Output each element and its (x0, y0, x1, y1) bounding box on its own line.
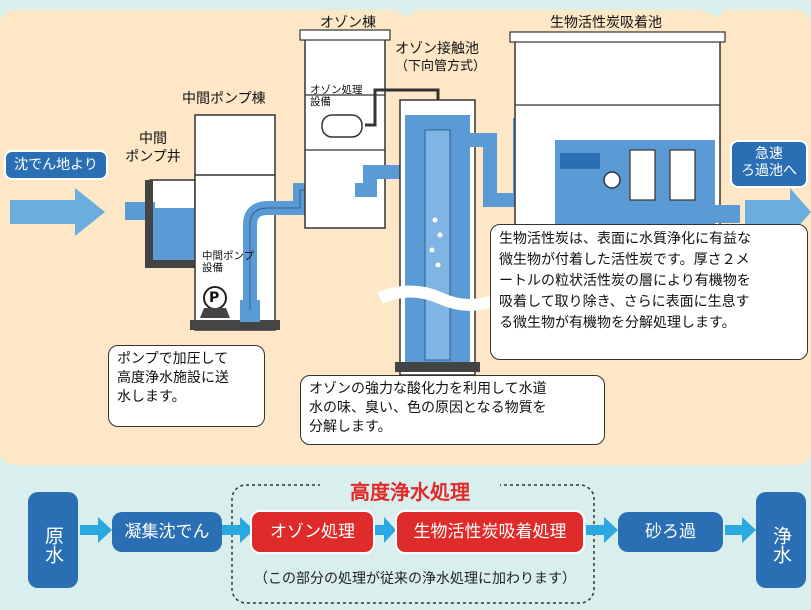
bac-callout: 生物活性炭は、表面に水質浄化に有益な 微生物が付着した活性炭です。厚さ２メ ート… (490, 224, 808, 360)
pipe-pump-outline (249, 189, 345, 310)
inflow-arrow (10, 188, 105, 236)
pump-building-label: 中間ポンプ棟 (182, 91, 266, 107)
pump-well (125, 179, 200, 268)
ozone-contact-label: オゾン接触池 (395, 41, 479, 57)
bac-building (509, 31, 740, 231)
ozone-equipment-label: オゾン処理 設備 (310, 84, 363, 108)
flow-step-coagulation: 凝集沈でん (112, 512, 222, 552)
ozone-contact-sub-label: （下向管方式） (395, 59, 487, 74)
flow-arrow-1 (80, 517, 112, 543)
inflow-label: 沈でん地より (4, 150, 108, 180)
pump-well-label: 中間 ポンプ井 (125, 131, 181, 165)
flow-svg (80, 484, 756, 604)
flow-step-bac: 生物活性炭吸着処理 (395, 510, 585, 554)
pump-symbol-text: P (209, 290, 220, 306)
flow-step-sand-filter: 砂ろ過 (618, 512, 723, 552)
pump-base (200, 308, 230, 318)
flow-arrow-2 (222, 517, 254, 543)
ozone-callout: オゾンの強力な酸化力を利用して水道 水の味、臭い、色の原因となる物質を 分解しま… (300, 375, 605, 445)
pump-callout: ポンプで加圧して 高度浄水施設に送 水します。 (108, 345, 265, 427)
callout-pointer-right (700, 0, 725, 18)
flow-step-raw-water: 原水 (28, 492, 78, 588)
tank-break-line (377, 285, 503, 311)
valve-3 (603, 171, 621, 189)
outflow-label: 急速 ろ過池へ (730, 140, 808, 188)
flow-arrow-5 (725, 517, 756, 543)
flow-arrow-3 (375, 517, 396, 543)
flow-step-clean-water: 浄水 (756, 492, 806, 588)
flow-arrow-4 (586, 517, 618, 543)
ozone-building-label: オゾン棟 (320, 15, 376, 31)
pipe-ozone-water (355, 165, 420, 197)
ozone-contact-tank (395, 99, 480, 376)
advanced-treatment-note: （この部分の処理が従来の浄水処理に加わります） (254, 571, 576, 587)
ozone-building (299, 29, 391, 229)
pump-equipment-label: 中間ポンプ 設備 (202, 250, 255, 274)
callout-pointer-left (395, 0, 420, 18)
bac-tank-label: 生物活性炭吸着池 (550, 15, 662, 31)
advanced-treatment-title: 高度浄水処理 (320, 476, 500, 505)
flow-step-ozone: オゾン処理 (250, 510, 375, 554)
